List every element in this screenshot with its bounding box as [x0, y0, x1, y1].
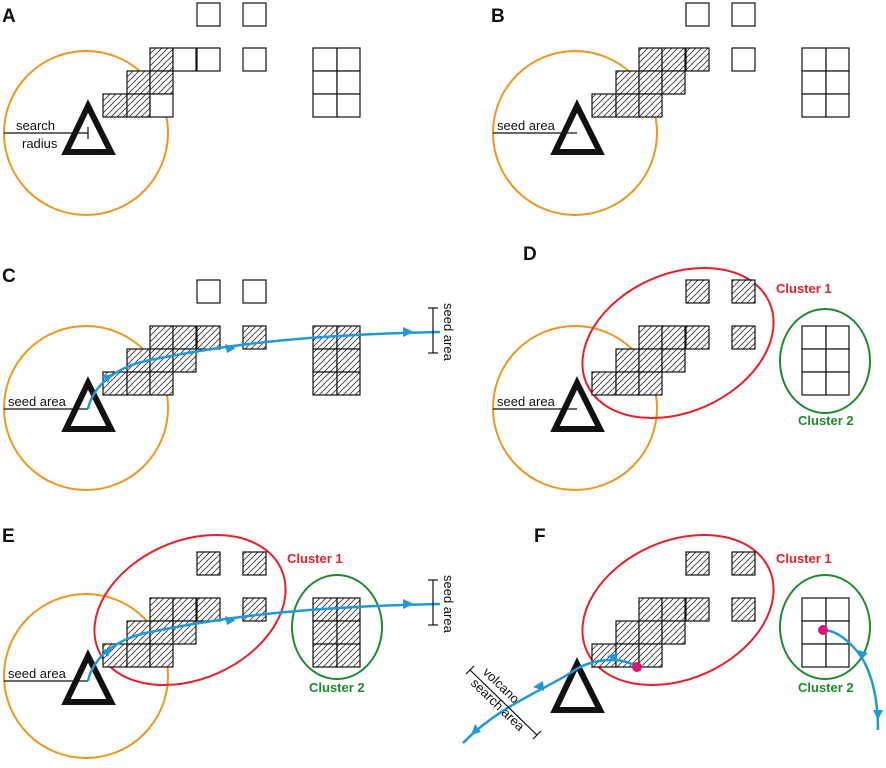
search-radius-label-2: radius [22, 136, 58, 151]
search-radius-label-1: search [16, 118, 55, 133]
grid-cells [102, 551, 361, 668]
panel-d: D seed area Cluster 1 Clust [492, 244, 871, 491]
volcano-triangle [61, 99, 116, 155]
seed-circle [3, 325, 169, 491]
grid-cells [591, 551, 850, 668]
seed-area-label: seed area [497, 118, 556, 133]
grid-cells [102, 2, 361, 118]
panel-e: E seed area [2, 526, 456, 759]
ray-path [86, 602, 441, 682]
grid-cells [591, 279, 850, 396]
seed-area-label: seed area [8, 394, 67, 409]
cluster-1-label: Cluster 1 [776, 551, 832, 566]
seed-area-bracket [428, 307, 438, 354]
panel-letter-e: E [2, 526, 15, 547]
seed-area-label: seed area [8, 666, 67, 681]
panel-letter-f: F [534, 526, 546, 547]
ray-path [86, 330, 441, 410]
panel-letter-c: C [2, 266, 16, 287]
panel-letter-d: D [523, 244, 537, 265]
seed-circle [492, 325, 658, 491]
seed-area-label: seed area [497, 394, 556, 409]
panel-letter-b: B [491, 6, 505, 27]
cluster-1-ellipse [581, 533, 775, 687]
panel-c: C seed area [2, 266, 456, 491]
volcano-triangle [61, 649, 116, 705]
seed-circle [3, 593, 169, 759]
volcano-triangle [550, 376, 605, 432]
volcano-triangle [550, 657, 605, 713]
cluster-1-label: Cluster 1 [776, 281, 832, 296]
panel-letter-a: A [2, 6, 16, 27]
volcano-triangle [550, 99, 605, 155]
cluster-2-label: Cluster 2 [309, 680, 365, 695]
grid-cells [591, 2, 850, 118]
cluster-1-label: Cluster 1 [287, 551, 343, 566]
cluster-2-ellipse [779, 574, 871, 680]
panel-b: B seed area [491, 2, 850, 216]
seed-area-bracket [428, 579, 438, 626]
seed-area-vertical-label: seed area [441, 303, 456, 362]
cluster-2-label: Cluster 2 [798, 680, 854, 695]
search-radius-scale [4, 127, 89, 139]
seed-area-vertical-label: seed area [441, 575, 456, 634]
cluster-2-ellipse [779, 308, 871, 414]
cluster-1-ellipse [581, 266, 775, 420]
cluster-2-ellipse [291, 574, 383, 680]
volcano-search-area-bracket [465, 665, 542, 740]
panel-f: F [462, 526, 883, 744]
grid-cells [102, 279, 361, 396]
panel-a: A [2, 2, 361, 216]
volcano-triangle [61, 376, 116, 432]
cluster-2-label: Cluster 2 [798, 413, 854, 428]
seed-point-cluster-1 [632, 662, 642, 672]
seed-point-cluster-2 [818, 625, 828, 635]
cluster-1-ellipse [93, 533, 287, 687]
ray-path-cluster-1 [462, 658, 638, 744]
